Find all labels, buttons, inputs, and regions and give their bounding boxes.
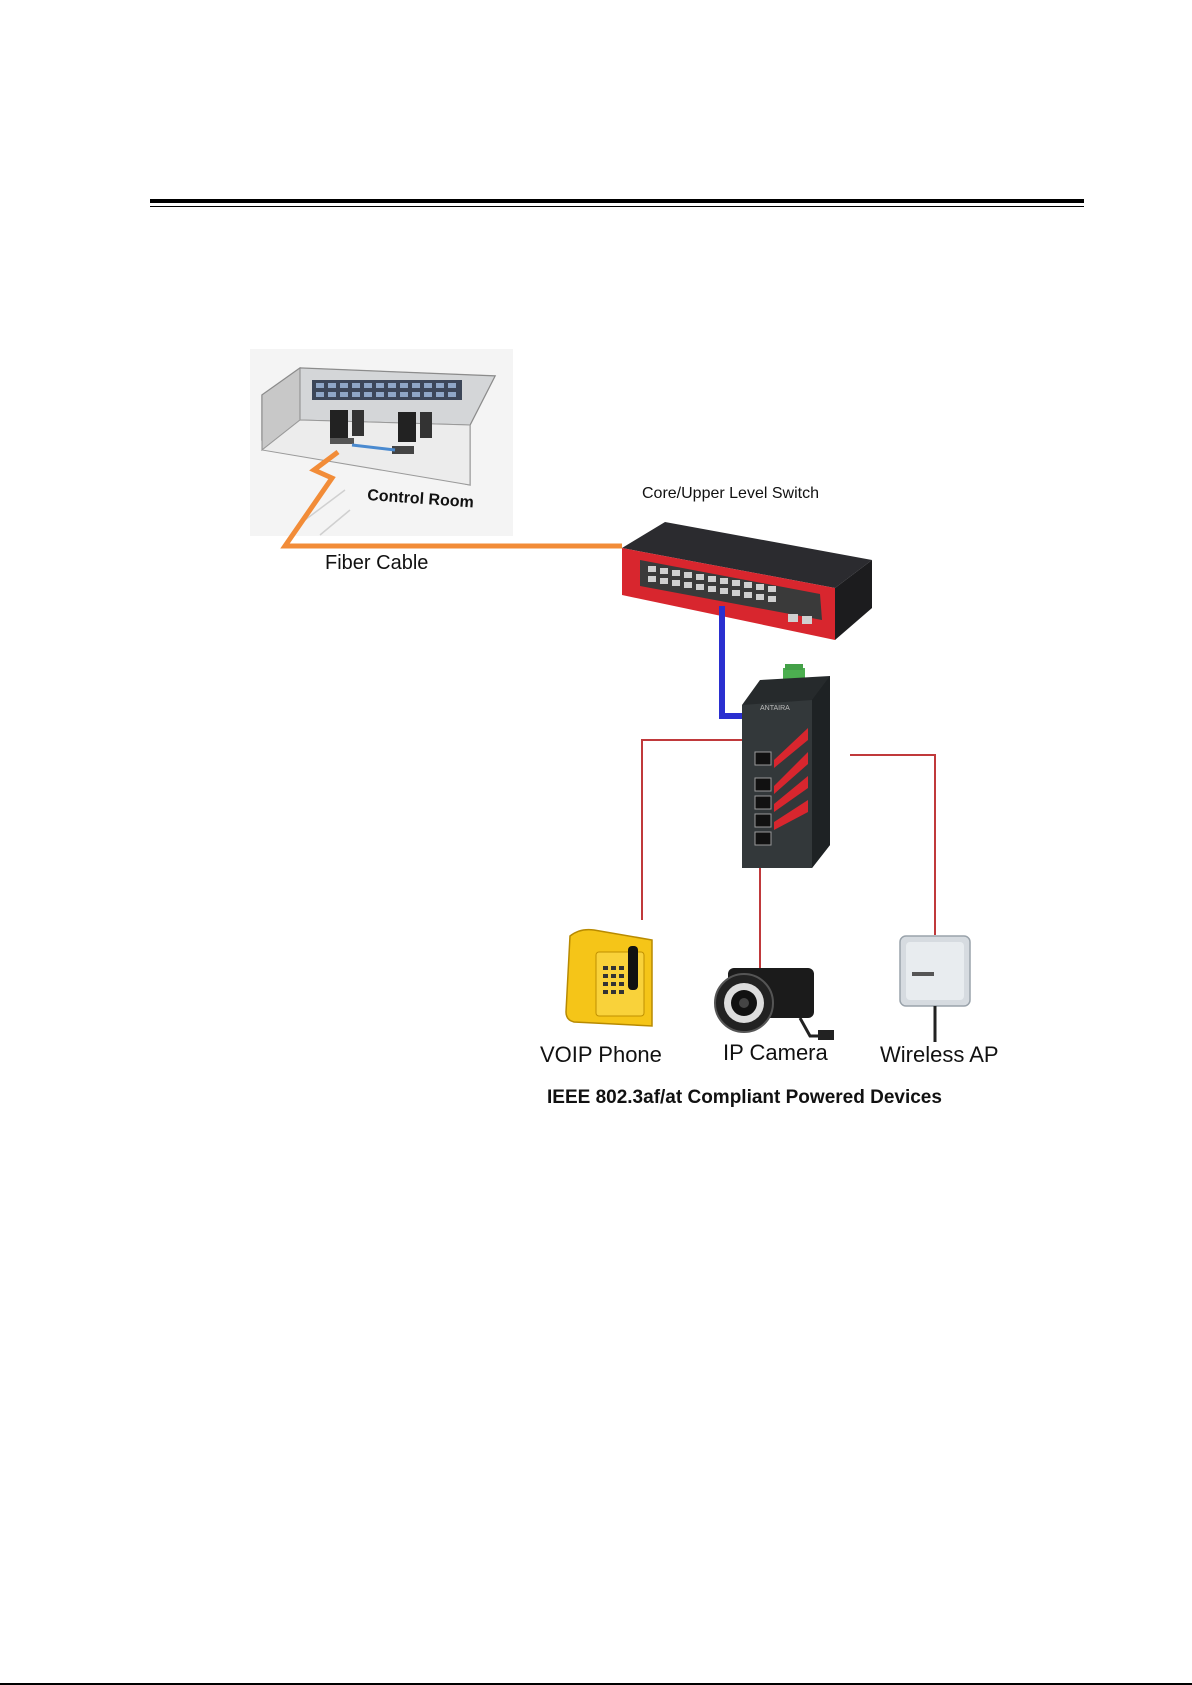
wireless-ap-icon xyxy=(900,936,970,1042)
control-room-illustration: Control Room xyxy=(250,349,513,536)
voip-phone-icon xyxy=(566,930,652,1026)
pd-caption: IEEE 802.3af/at Compliant Powered Device… xyxy=(547,1087,942,1108)
voip-phone-label: VOIP Phone xyxy=(540,1042,662,1067)
uplink-cable-line xyxy=(722,606,742,716)
poe-cable-voip xyxy=(642,740,742,920)
svg-text:ANTAIRA: ANTAIRA xyxy=(760,705,790,712)
poe-switch-icon: ANTAIRA xyxy=(742,664,830,868)
poe-cable-ap xyxy=(850,755,935,935)
ip-camera-icon xyxy=(715,968,834,1040)
core-switch-icon xyxy=(622,522,872,640)
fiber-cable-label: Fiber Cable xyxy=(325,552,428,574)
ip-camera-label: IP Camera xyxy=(723,1040,829,1065)
core-switch-label: Core/Upper Level Switch xyxy=(642,485,819,502)
wireless-ap-label: Wireless AP xyxy=(880,1042,999,1067)
